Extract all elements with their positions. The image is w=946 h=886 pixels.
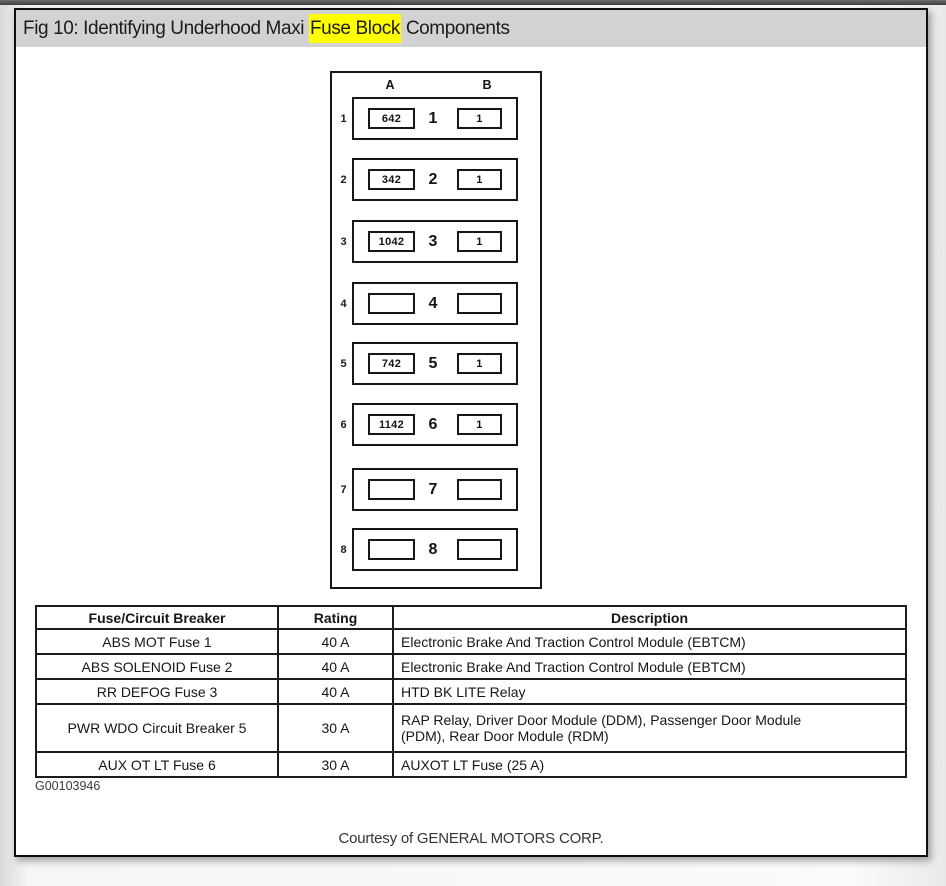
fuse-row-position-label: 8: [340, 543, 347, 556]
fuse-row-number: 3: [428, 232, 438, 250]
fuse-row-6: 6 1142 6 1: [340, 403, 518, 446]
fuse-slot-b: [457, 479, 502, 500]
fuse-description-cell: Electronic Brake And Traction Control Mo…: [392, 628, 907, 655]
figure-title-prefix: Fig 10: Identifying Underhood Maxi: [23, 18, 309, 39]
fuse-row-position-label: 4: [340, 297, 347, 310]
fuse-row-number: 5: [428, 354, 438, 372]
fuse-row-position-label: 2: [340, 173, 347, 186]
table-row: ABS SOLENOID Fuse 2 40 A Electronic Brak…: [35, 653, 907, 680]
fuse-slot-b-value: 1: [476, 235, 483, 248]
fuse-row-number: 7: [428, 480, 438, 498]
courtesy-line: Courtesy of GENERAL MOTORS CORP.: [338, 830, 604, 847]
fuse-slot-b-value: 1: [476, 173, 483, 186]
column-header-description: Description: [392, 605, 907, 630]
fuse-rating-cell: 30 A: [277, 703, 394, 753]
table-row: ABS MOT Fuse 1 40 A Electronic Brake And…: [35, 628, 907, 655]
fuse-description-cell: HTD BK LITE Relay: [392, 678, 907, 705]
fuse-name-cell: AUX OT LT Fuse 6: [35, 751, 279, 778]
fuse-slot-a: 342: [368, 169, 415, 190]
column-header-fuse: Fuse/Circuit Breaker: [35, 605, 279, 630]
fuse-rating-cell: 40 A: [277, 653, 394, 680]
window-top-edge: [0, 0, 946, 5]
fuse-row-7: 7 7: [340, 468, 518, 511]
fuse-row-number: 6: [428, 415, 438, 433]
fuse-name-cell: ABS MOT Fuse 1: [35, 628, 279, 655]
fuse-slot-a-value: 1042: [378, 235, 405, 248]
fuse-slot-b: [457, 293, 502, 314]
diagram-column-header-b: B: [482, 78, 492, 92]
table-header-row: Fuse/Circuit Breaker Rating Description: [35, 605, 907, 630]
fuse-slot-b: 1: [457, 353, 502, 374]
fuse-slot-b: 1: [457, 108, 502, 129]
fuse-row-5: 5 742 5 1: [340, 342, 518, 385]
figure-title-bar: Fig 10: Identifying Underhood Maxi Fuse …: [16, 10, 926, 47]
fuse-slot-a-value: 642: [381, 112, 402, 125]
fuse-slot-b: 1: [457, 414, 502, 435]
fuse-slot-b: 1: [457, 231, 502, 252]
table-row: AUX OT LT Fuse 6 30 A AUXOT LT Fuse (25 …: [35, 751, 907, 778]
fuse-slot-a-value: 742: [381, 357, 402, 370]
fuse-row-8: 8 8: [340, 528, 518, 571]
fuse-description-cell: AUXOT LT Fuse (25 A): [392, 751, 907, 778]
fuse-description-cell: RAP Relay, Driver Door Module (DDM), Pas…: [392, 703, 907, 753]
fuse-row-number: 1: [428, 109, 438, 127]
fuse-row-number: 4: [428, 294, 438, 312]
fuse-row-number: 8: [428, 540, 438, 558]
fuse-slot-b-value: 1: [476, 357, 483, 370]
figure-title-suffix: Components: [400, 18, 510, 39]
fuse-slot-b-value: 1: [476, 112, 483, 125]
figure-frame: Fig 10: Identifying Underhood Maxi Fuse …: [14, 8, 928, 857]
fuse-row-1: 1 642 1 1: [340, 97, 518, 140]
fuse-row-number: 2: [428, 170, 438, 188]
fuse-name-cell: ABS SOLENOID Fuse 2: [35, 653, 279, 680]
fuse-row-position-label: 1: [340, 112, 347, 125]
fuse-slot-a-value: 342: [381, 173, 402, 186]
fuse-slot-a: [368, 539, 415, 560]
column-header-rating: Rating: [277, 605, 394, 630]
fuse-slot-a-value: 1142: [378, 418, 405, 431]
fuse-name-cell: PWR WDO Circuit Breaker 5: [35, 703, 279, 753]
table-row: RR DEFOG Fuse 3 40 A HTD BK LITE Relay: [35, 678, 907, 705]
fuse-row-4: 4 4: [340, 282, 518, 325]
diagram-column-header-a: A: [385, 78, 395, 92]
fuse-description-table: Fuse/Circuit Breaker Rating Description …: [35, 605, 907, 778]
fuse-row-3: 3 1042 3 1: [340, 220, 518, 263]
fuse-slot-a: 642: [368, 108, 415, 129]
fuse-description-cell: Electronic Brake And Traction Control Mo…: [392, 653, 907, 680]
fuse-slot-b: 1: [457, 169, 502, 190]
fuse-slot-a: [368, 293, 415, 314]
fuse-rating-cell: 40 A: [277, 628, 394, 655]
fuse-row-position-label: 6: [340, 418, 347, 431]
search-highlight: Fuse Block: [308, 14, 401, 43]
fuse-slot-b-value: 1: [476, 418, 483, 431]
fuse-row-position-label: 5: [340, 357, 347, 370]
fuse-row-position-label: 3: [340, 235, 347, 248]
fuse-row-position-label: 7: [340, 483, 347, 496]
fuse-slot-a: 742: [368, 353, 415, 374]
fuse-slot-a: 1142: [368, 414, 415, 435]
fuse-rating-cell: 40 A: [277, 678, 394, 705]
fuse-slot-b: [457, 539, 502, 560]
fuse-slot-a: [368, 479, 415, 500]
fuse-slot-a: 1042: [368, 231, 415, 252]
fuse-name-cell: RR DEFOG Fuse 3: [35, 678, 279, 705]
figure-id: G00103946: [35, 779, 101, 793]
table-row: PWR WDO Circuit Breaker 5 30 A RAP Relay…: [35, 703, 907, 753]
fuse-block-diagram: A B 1 642 1 1 2 342 2 1 3 1042 3 1 4 4 5: [330, 71, 542, 589]
fuse-rating-cell: 30 A: [277, 751, 394, 778]
fuse-row-2: 2 342 2 1: [340, 158, 518, 201]
